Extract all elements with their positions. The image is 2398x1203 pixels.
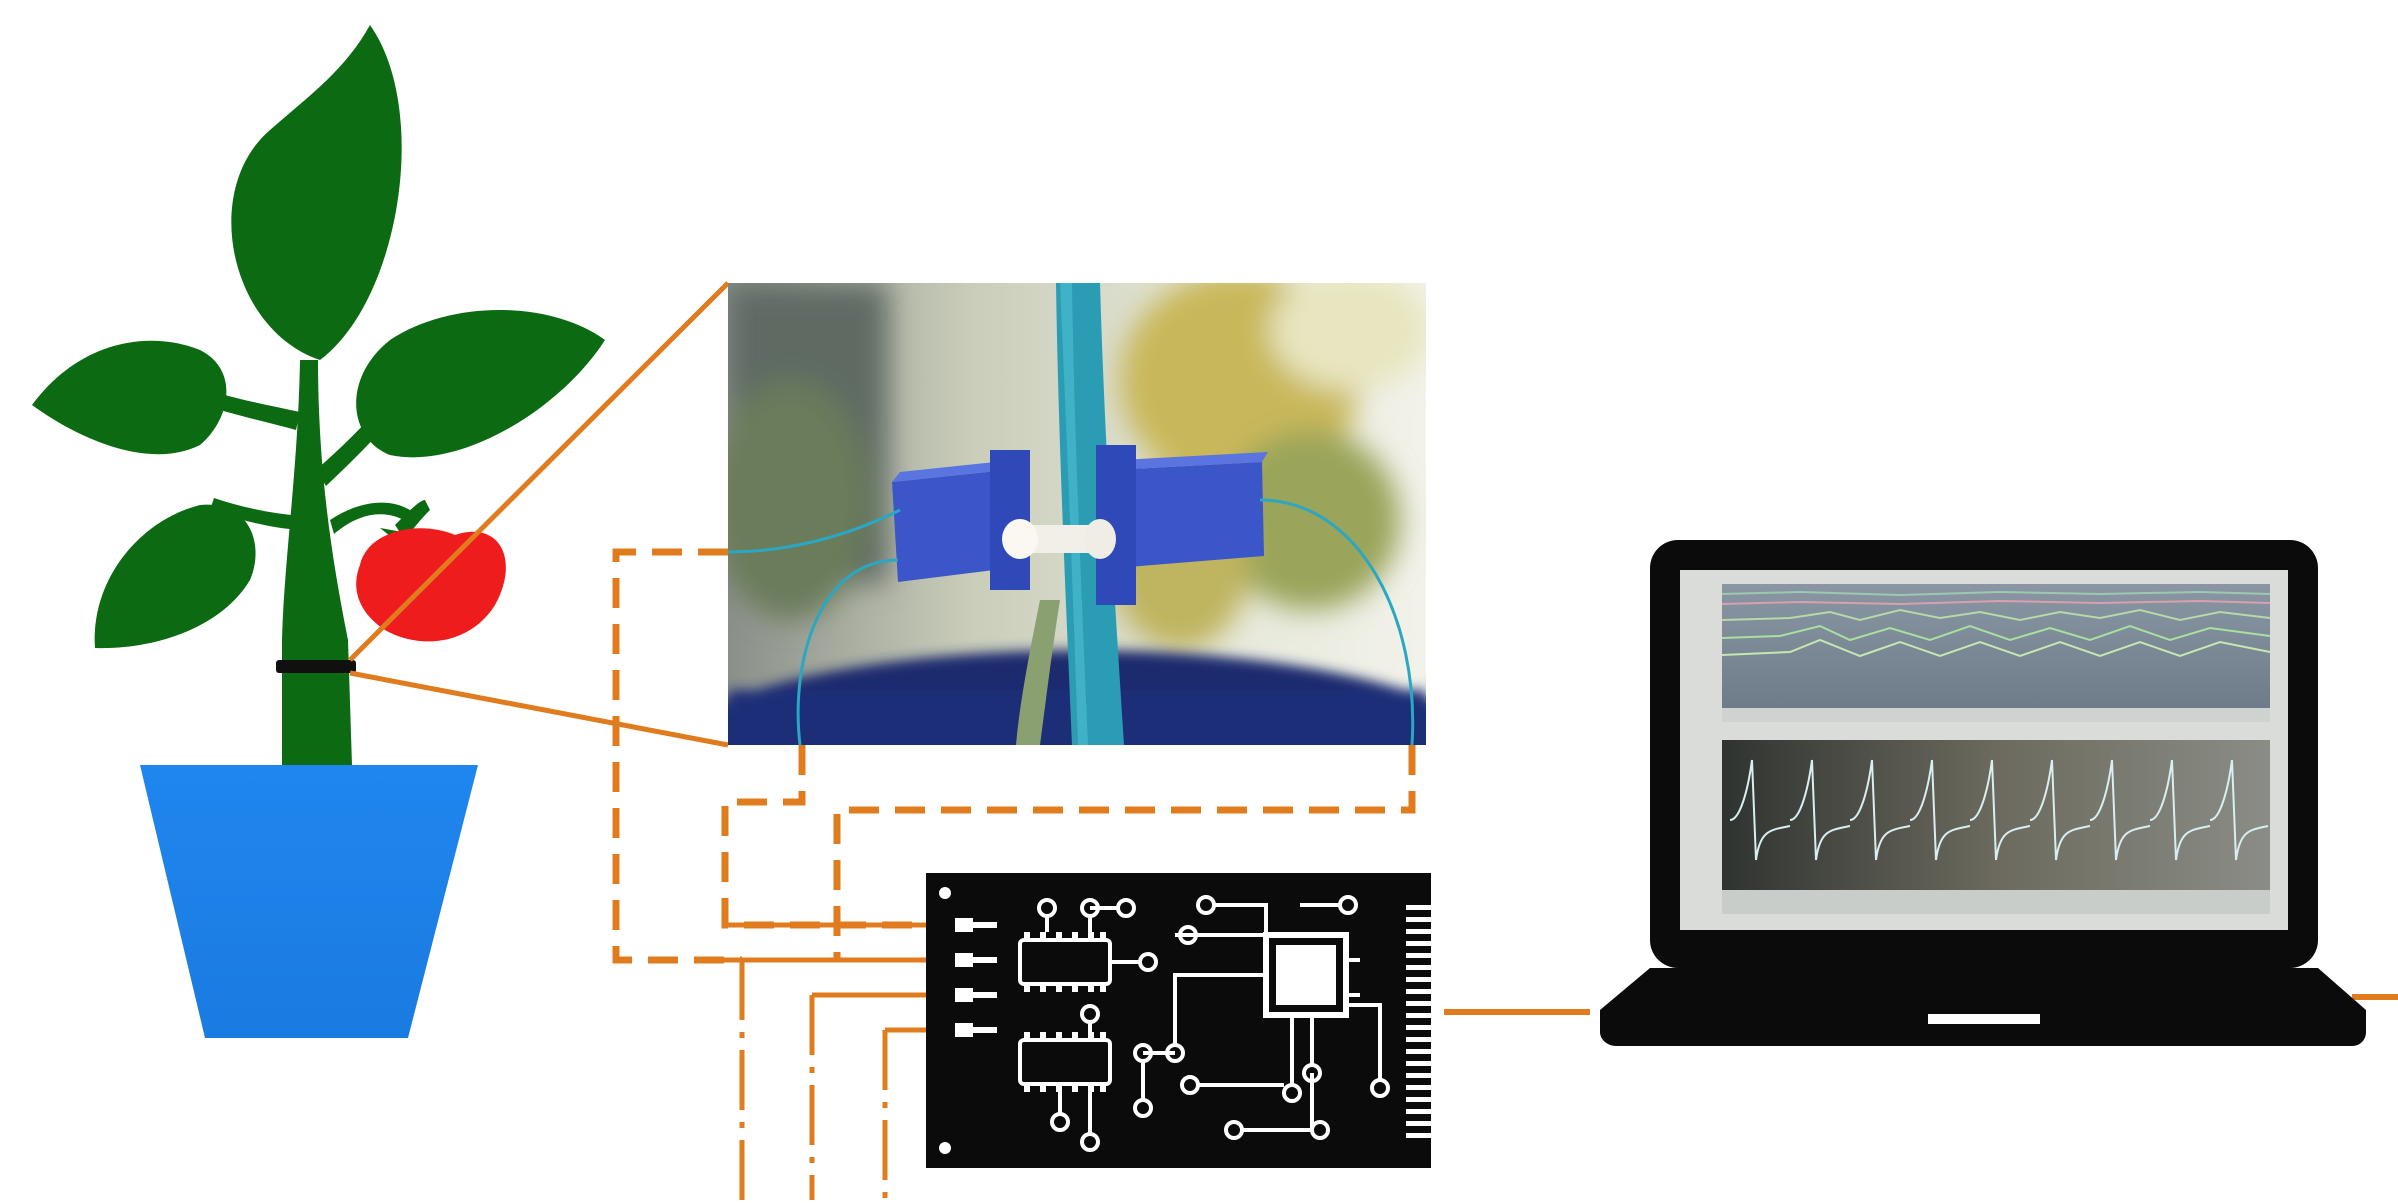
pcb-icon (926, 873, 1431, 1168)
potted-tomato-plant-icon (32, 25, 605, 1038)
leaf-icon (94, 504, 256, 649)
pot-icon (140, 765, 478, 1038)
leaf-icon (32, 340, 227, 455)
chip-icon (1018, 1032, 1112, 1092)
signal-plot-bottom (1722, 740, 2270, 890)
tomato-icon (356, 528, 506, 642)
signal-plot-top (1722, 584, 2270, 708)
stem-sensor-band-icon (276, 660, 356, 673)
laptop-icon (1600, 540, 2366, 1046)
board-input-wires (700, 922, 930, 1200)
leaf-icon (356, 310, 605, 458)
stem-clip-sensor-photo (728, 283, 1426, 745)
zoom-connector-lines (348, 281, 730, 748)
sensor-clip-icon (892, 470, 1010, 582)
leaf-icon (231, 25, 402, 360)
laptop-screen (1680, 570, 2288, 930)
